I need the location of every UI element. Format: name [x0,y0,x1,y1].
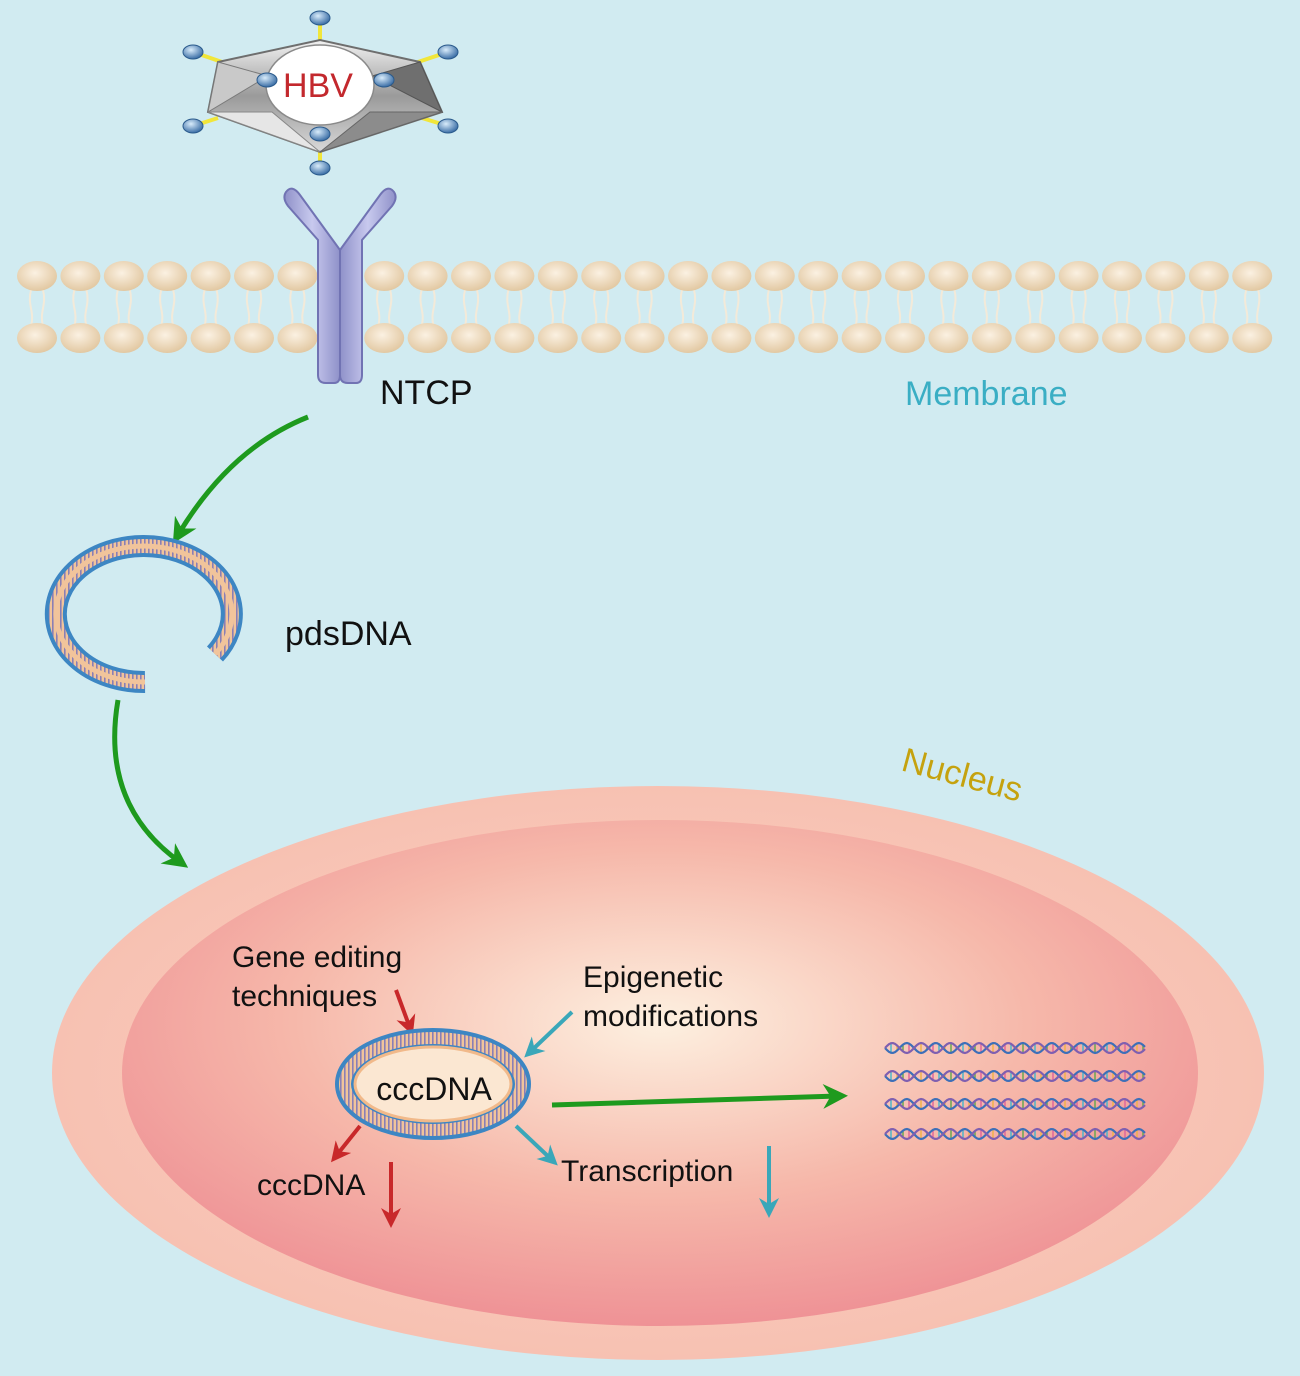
gene-editing-label-line2: techniques [232,980,377,1013]
lipid-molecule [798,261,839,353]
surface-protein-knob [309,10,331,26]
pdsdna-relaxed-dna [44,535,243,694]
cccdna-center-label: cccDNA [376,1071,492,1107]
epigenetic-label-line2: modifications [583,1000,758,1033]
transcription-label: Transcription [561,1155,733,1188]
rna-strand [884,1041,1146,1055]
lipid-molecule [1102,261,1142,353]
lipid-molecule [885,261,925,353]
surface-protein-knob [437,44,459,60]
lipid-molecule [234,261,274,353]
lipid-bilayer-membrane [17,261,1273,353]
surface-protein-knob [309,160,331,176]
pdsdna-label: pdsDNA [285,615,412,653]
lipid-molecule [971,261,1012,353]
rna-strand [884,1127,1146,1141]
lipid-molecule [581,261,622,353]
ntcp-receptor [283,187,397,384]
lipid-molecule [494,261,535,353]
cccdna-reduced-label: cccDNA [257,1169,365,1202]
lipid-molecule [711,261,752,353]
lipid-molecule [1145,261,1186,353]
lipid-molecule [407,261,448,353]
ntcp-label: NTCP [380,374,473,412]
lipid-molecule [60,261,101,353]
lipid-molecule [103,261,144,353]
lipid-molecule [537,261,578,353]
membrane-label: Membrane [905,375,1068,413]
lipid-molecule [1232,261,1273,353]
lipid-molecule [668,261,708,353]
rna-production-arrow [551,1083,848,1109]
lipid-molecule [17,261,57,353]
lipid-molecule [451,261,491,353]
transcription-source-arrow [514,1124,558,1166]
surface-protein-knob [437,118,459,134]
nucleus [52,786,1264,1360]
lipid-molecule [1058,261,1099,353]
lipid-molecule [277,261,318,353]
entry-arrow [172,414,309,544]
lipid-molecule [928,261,969,353]
nuclear-import-arrow [112,699,189,868]
surface-protein-knob [256,72,278,88]
hbv-virus-particle: HBV [182,10,459,176]
viral-rna-transcripts [884,1041,1146,1141]
lipid-molecule [190,261,231,353]
hbv-label: HBV [283,67,353,105]
lipid-molecule [364,261,405,353]
gene-editing-label-line1: Gene editing [232,941,402,974]
rna-strand [884,1097,1146,1111]
lipid-molecule [624,261,665,353]
cccdna-circle [335,1028,531,1140]
lipid-molecule [147,261,188,353]
lipid-molecule [1188,261,1229,353]
lipid-molecule [1015,261,1056,353]
surface-protein-knob [182,118,204,134]
gene-editing-arrow [394,989,416,1036]
epigenetic-arrow [524,1010,574,1058]
nucleus-label: Nucleus [898,741,1026,809]
surface-protein-knob [309,126,331,142]
surface-protein-knob [373,72,395,88]
cccdna-decrease-source-arrow [331,1124,362,1163]
lipid-molecule [754,261,795,353]
lipid-molecule [841,261,882,353]
epigenetic-label-line1: Epigenetic [583,961,723,994]
rna-strand [884,1069,1146,1083]
surface-protein-knob [182,44,204,60]
